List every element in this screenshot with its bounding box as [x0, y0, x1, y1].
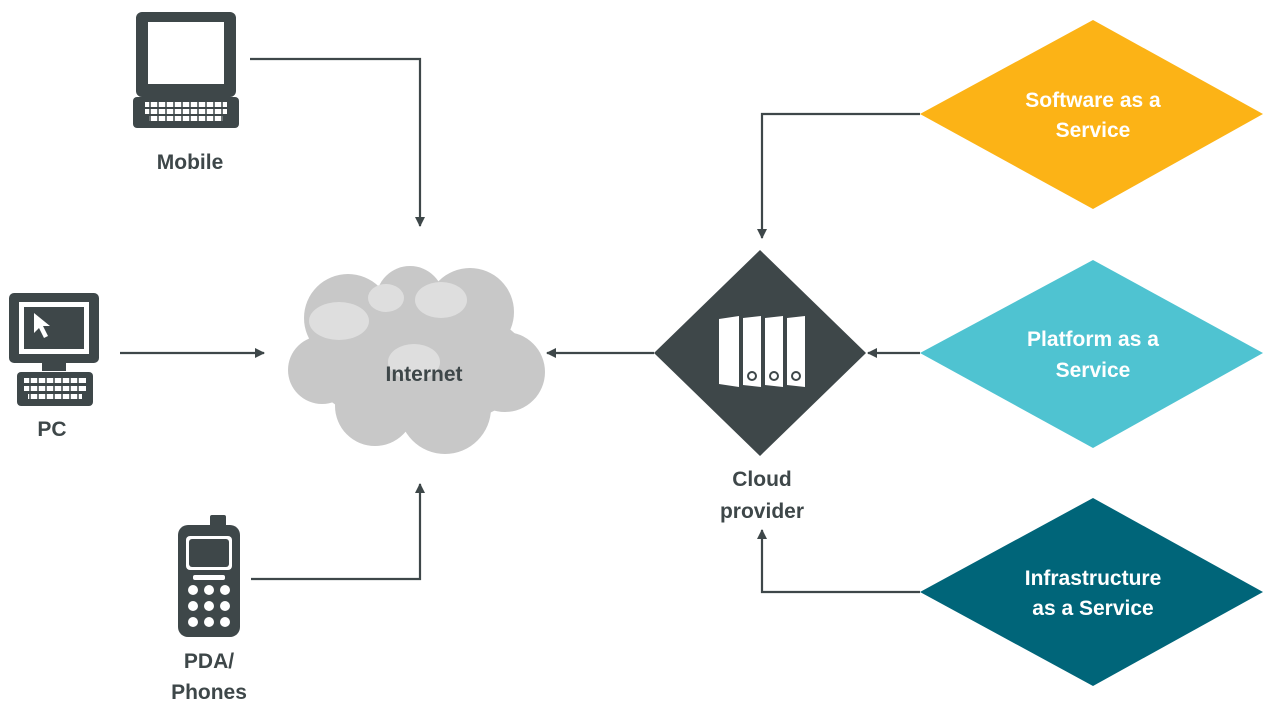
paas-diamond — [920, 260, 1263, 448]
phones-device: PDA/ Phones — [171, 515, 247, 704]
mobile-device: Mobile — [133, 12, 239, 174]
paas-label-line2: Service — [1056, 359, 1131, 382]
saas-node: Software as a Service — [920, 20, 1263, 209]
cloud-provider-label-line1: Cloud — [732, 468, 791, 491]
paas-label-line1: Platform as a — [1027, 328, 1159, 351]
phones-label-line1: PDA/ — [184, 650, 234, 673]
saas-label-line2: Service — [1056, 119, 1131, 142]
cell-phone-icon — [178, 515, 240, 637]
cloud-provider-label-line2: provider — [720, 500, 804, 523]
internet-node: Internet — [288, 266, 545, 454]
desktop-computer-icon — [9, 293, 99, 406]
iaas-label-line1: Infrastructure — [1025, 567, 1162, 590]
connectors — [120, 57, 920, 594]
paas-node: Platform as a Service — [920, 260, 1263, 448]
iaas-to-provider-arrow — [757, 529, 920, 594]
saas-to-provider-arrow — [757, 112, 920, 239]
phones-label-line2: Phones — [171, 681, 247, 704]
mobile-to-internet-arrow — [250, 57, 425, 227]
pc-device: PC — [9, 293, 99, 441]
cursor-arrow-icon — [34, 313, 50, 338]
mobile-label: Mobile — [157, 151, 224, 174]
cloud-icon — [288, 266, 545, 454]
saas-label-line1: Software as a — [1025, 89, 1161, 112]
internet-label: Internet — [385, 363, 462, 386]
phones-to-internet-arrow — [251, 483, 425, 581]
iaas-diamond — [920, 498, 1263, 686]
laptop-icon — [133, 12, 239, 128]
cloud-provider-node: Cloud provider — [654, 250, 866, 523]
iaas-label-line2: as a Service — [1032, 597, 1153, 620]
pc-label: PC — [37, 418, 66, 441]
iaas-node: Infrastructure as a Service — [920, 498, 1263, 686]
saas-diamond — [920, 20, 1263, 209]
server-racks-icon — [719, 316, 805, 387]
